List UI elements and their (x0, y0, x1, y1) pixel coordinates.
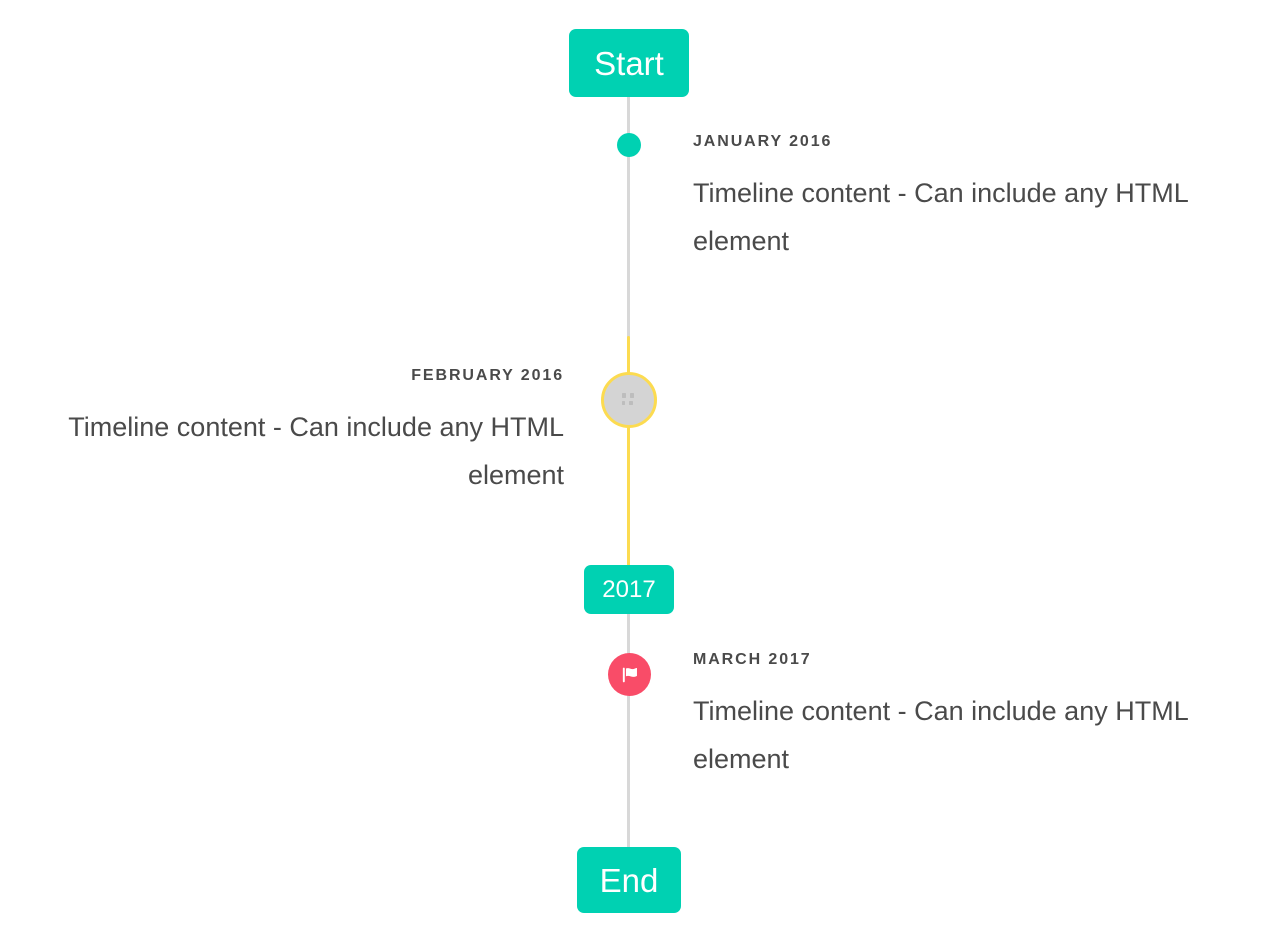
flag-icon (622, 667, 637, 682)
timeline-marker-march-2017[interactable] (608, 653, 651, 696)
image-placeholder-icon (622, 393, 634, 405)
timeline-start-badge[interactable]: Start (569, 29, 689, 97)
timeline-entry-label: FEBRUARY 2016 (411, 367, 564, 384)
timeline-entry-body: Timeline content - Can include any HTML … (68, 412, 564, 491)
timeline-marker-january-2016[interactable] (617, 133, 641, 157)
timeline-axis-segment-top (627, 94, 630, 338)
timeline-entry-february-2016: FEBRUARY 2016 Timeline content - Can inc… (34, 367, 564, 499)
timeline-entry-january-2016: JANUARY 2016 Timeline content - Can incl… (693, 133, 1223, 265)
timeline-marker-february-2016[interactable] (601, 372, 657, 428)
timeline-entry-march-2017: MARCH 2017 Timeline content - Can includ… (693, 651, 1223, 783)
timeline-axis-segment-highlighted (627, 336, 630, 568)
timeline-year-badge[interactable]: 2017 (584, 565, 674, 614)
timeline-entry-body: Timeline content - Can include any HTML … (693, 696, 1188, 775)
timeline-entry-label: MARCH 2017 (693, 651, 812, 668)
timeline-entry-body: Timeline content - Can include any HTML … (693, 178, 1188, 257)
timeline-axis-segment-bottom (627, 613, 630, 850)
timeline-entry-label: JANUARY 2016 (693, 133, 833, 150)
timeline-end-badge[interactable]: End (577, 847, 681, 913)
